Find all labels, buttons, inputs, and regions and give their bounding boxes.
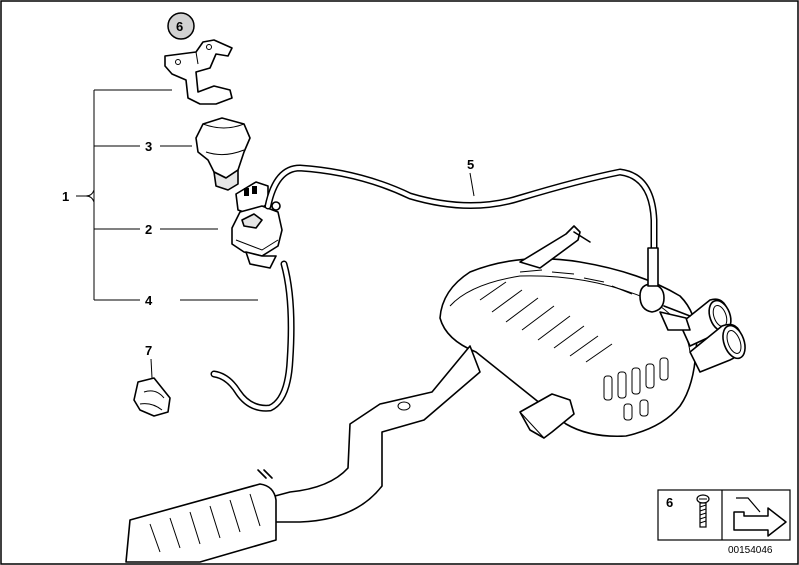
callout-6-badge: 6 xyxy=(167,12,195,40)
vacuum-hose-4 xyxy=(210,260,295,412)
callout-5: 5 xyxy=(467,157,474,172)
callout-3: 3 xyxy=(145,139,152,154)
vacuum-hose-5 xyxy=(264,164,658,252)
callout-7: 7 xyxy=(145,343,152,358)
legend-box: 6 xyxy=(657,489,791,541)
front-pipe xyxy=(125,345,481,563)
rubber-mount xyxy=(195,117,251,191)
vacuum-valve xyxy=(231,181,283,269)
assembly-bracket xyxy=(76,89,258,301)
callout-4: 4 xyxy=(145,293,153,308)
mounting-bracket xyxy=(164,39,233,105)
screw-icon xyxy=(696,494,710,528)
callout-1: 1 xyxy=(62,189,69,204)
arrow-icon xyxy=(733,497,787,537)
callout-6: 6 xyxy=(176,19,183,34)
legend-screw-number: 6 xyxy=(666,495,673,510)
rear-silencer xyxy=(439,225,698,439)
silencer-ribs xyxy=(479,269,669,421)
callout-2: 2 xyxy=(145,222,152,237)
flap-actuator xyxy=(639,247,691,331)
hose-clip xyxy=(133,377,171,417)
diagram-reference-number: 00154046 xyxy=(728,545,773,556)
tailpipes xyxy=(679,298,746,373)
